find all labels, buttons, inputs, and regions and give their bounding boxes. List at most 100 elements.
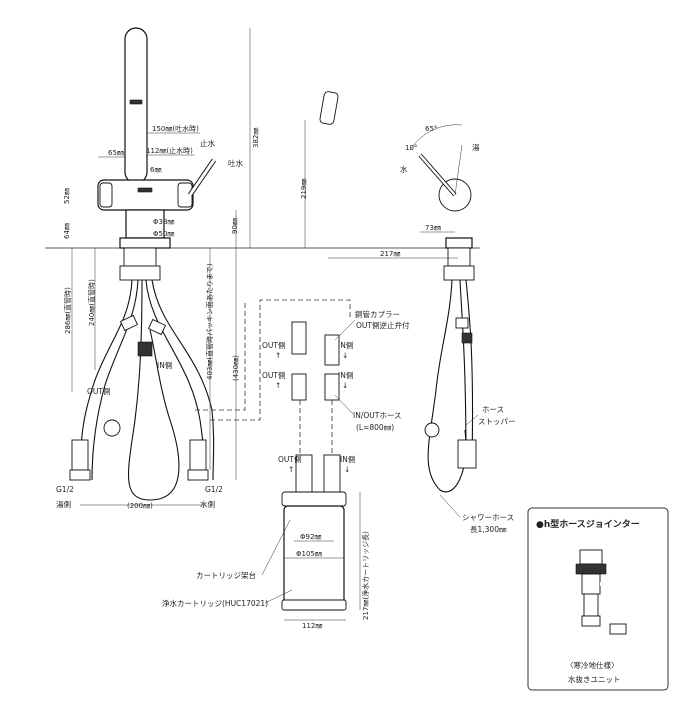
- dim-240: 240㎜(直管時): [87, 279, 96, 326]
- label-inout-hose: IN/OUTホース: [353, 411, 401, 420]
- dim-112: 112㎜(止水時): [146, 146, 193, 155]
- dim-90: 90㎜: [231, 218, 239, 234]
- dim-200: (200㎜): [127, 502, 153, 510]
- dim-64: 64㎜: [63, 223, 71, 239]
- dim-92: Φ92㎜: [300, 533, 321, 541]
- label-cartridge: 浄水カートリッジ(HUC17021): [162, 598, 268, 608]
- coupler-out-lower: [291, 373, 307, 401]
- faucet-body-mark: [137, 187, 153, 193]
- side-shower-hose: [427, 279, 467, 493]
- label-out-c1: OUT側: [262, 340, 285, 350]
- inset-caption-1: 〈寒冷地仕様〉: [566, 660, 619, 670]
- faucet-body-cap-right: [177, 182, 193, 208]
- hose-right-inner: [151, 279, 215, 481]
- dim-52: 52㎜: [63, 188, 71, 204]
- joint-bottom-nut: [581, 615, 601, 627]
- cartridge-in-fitting: [323, 454, 341, 496]
- connector-hot-nut: [69, 469, 91, 481]
- inset-caption-2: 水抜きユニット: [568, 674, 621, 684]
- shank: [123, 247, 157, 267]
- faucet-body-cap: [99, 182, 113, 208]
- cartridge-assembly: OUT側 ↑ IN側 ↓ OUT側 ↑ IN側 ↓ 銅管カプラー OUT側逆止弁…: [162, 299, 410, 630]
- dim-430: (430㎜): [232, 355, 240, 381]
- leader-cartridge: [264, 589, 293, 604]
- label-in-left: IN側: [157, 360, 172, 370]
- shower-hose-loop: [127, 279, 180, 501]
- side-shank: [447, 247, 471, 267]
- joint-body: [581, 573, 601, 595]
- label-g12-left: G1/2: [56, 485, 74, 494]
- leader-cartridge-base: [261, 519, 291, 576]
- hose-fitting-a: [119, 314, 139, 332]
- label-g12-right: G1/2: [205, 485, 223, 494]
- arrow-out-cart: ↑: [288, 465, 294, 474]
- dim-219: 219㎜: [300, 179, 308, 199]
- angle-65: 65°: [425, 125, 437, 133]
- arrow-in-cart: ↓: [344, 465, 350, 474]
- leader-inout: [334, 394, 354, 415]
- joint-top-nut: [579, 549, 603, 565]
- label-coupler-1: 銅管カプラー: [355, 309, 400, 319]
- hose-fitting-b: [147, 318, 167, 336]
- label-out-cart: OUT側: [278, 454, 301, 464]
- label-stop: 止水: [200, 138, 215, 148]
- side-nut: [443, 265, 475, 281]
- label-hose-stopper-2: ストッパー: [478, 417, 516, 426]
- label-shower-hose-2: 長1,300㎜: [470, 525, 507, 534]
- side-hose-b: [459, 279, 467, 461]
- lever-handle-inner: [188, 159, 216, 196]
- label-out-c2: OUT側: [262, 370, 285, 380]
- joint-branch-nut: [609, 623, 627, 635]
- dim-105: Φ105㎜: [296, 550, 322, 558]
- dim-73: 73㎜: [425, 224, 441, 232]
- gooseneck-inner: [322, 27, 476, 240]
- faucet-front-view: 150㎜(吐水時) 112㎜(止水時) 65㎜ 6㎜ 52㎜ 64㎜ Φ38㎜ …: [56, 27, 260, 510]
- side-lever-inner: [419, 154, 456, 196]
- label-hot: 湯: [472, 142, 480, 152]
- inset-panel: ●h型ホースジョインター 〈寒冷地仕様〉 水抜きユニット: [527, 507, 669, 691]
- side-connector: [457, 439, 477, 469]
- label-water-side: 水側: [200, 499, 215, 509]
- faucet-neck: [125, 209, 165, 239]
- lever-angle-line: [454, 144, 463, 196]
- cartridge-stand: [281, 599, 347, 611]
- label-in-c1: IN側: [338, 340, 353, 350]
- leader-shower-hose: [439, 494, 461, 518]
- label-discharge: 吐水: [228, 158, 243, 168]
- hose-weight: [103, 419, 121, 437]
- arrow-in-c2: ↓: [342, 381, 348, 390]
- angle-arc-65: [409, 124, 463, 151]
- route-in: [210, 299, 351, 421]
- lock-nut: [119, 265, 161, 281]
- side-weight: [424, 422, 440, 438]
- dim-150: 150㎜(吐水時): [152, 124, 199, 133]
- dim-65: 65㎜: [108, 149, 124, 157]
- dim-217c: 217㎜(浄水カートリッジ長): [361, 531, 370, 620]
- label-cold: 水: [400, 164, 408, 174]
- side-fitting: [455, 317, 469, 329]
- dim-286: 286㎜(直管時): [63, 287, 72, 334]
- label-in-c2: IN側: [338, 370, 353, 380]
- label-hot-side: 湯側: [56, 499, 71, 509]
- coupler-in-upper: [324, 334, 340, 366]
- joint-branch-inner: [600, 582, 620, 630]
- inset-title: ●h型ホースジョインター: [536, 518, 640, 530]
- connector-water-nut: [187, 469, 209, 481]
- leader-hose-stopper: [465, 414, 479, 426]
- arrow-out-c1: ↑: [275, 351, 281, 360]
- label-hose-stopper-1: ホース: [482, 405, 504, 414]
- label-coupler-2: OUT側逆止弁付: [356, 320, 410, 330]
- arrow-in-c1: ↓: [342, 351, 348, 360]
- dim-217: 217㎜: [380, 250, 400, 258]
- hose-stopper-left: [137, 341, 153, 357]
- connector-water: [189, 439, 207, 471]
- spray-head: [319, 91, 339, 125]
- faucet-base: [119, 237, 171, 249]
- dim-112w: 112㎜: [302, 622, 322, 630]
- leader-coupler: [334, 319, 356, 341]
- arrow-out-c2: ↑: [275, 381, 281, 390]
- dim-38: Φ38㎜: [153, 218, 174, 226]
- joint-collar: [575, 563, 607, 575]
